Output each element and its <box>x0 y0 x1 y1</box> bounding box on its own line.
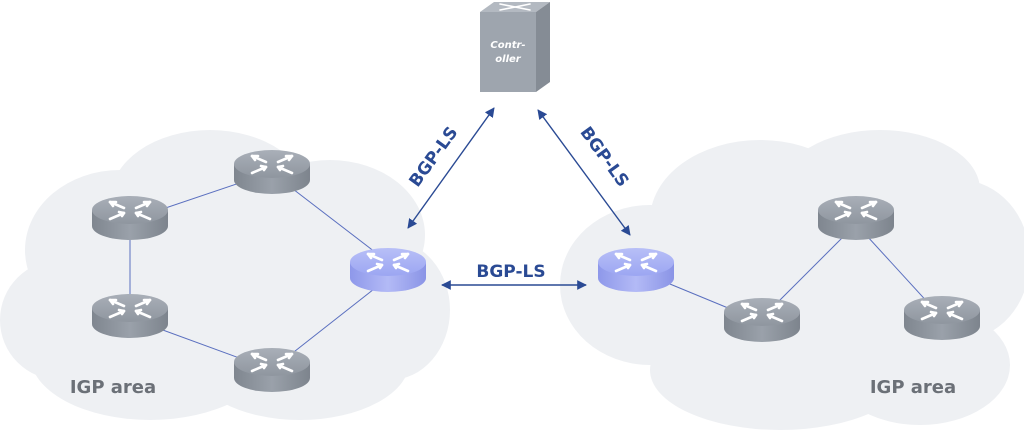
bgp-ls-label-right: BGP-LS <box>576 123 633 191</box>
controller-label-line1: Contr- <box>490 40 525 51</box>
edge-router-left-icon <box>348 246 428 294</box>
bgp-ls-arrow-right <box>537 109 631 236</box>
router-icon <box>90 194 170 242</box>
router-icon <box>722 296 802 344</box>
igp-area-label-right: IGP area <box>870 377 956 398</box>
bgp-ls-arrows <box>407 107 631 290</box>
controller-server-icon: Contr- oller <box>480 2 550 92</box>
bgp-ls-label-left: BGP-LS <box>406 123 463 191</box>
router-icon <box>902 294 982 342</box>
router-icon <box>232 148 312 196</box>
controller-label-line2: oller <box>495 54 522 65</box>
router-icon <box>232 346 312 394</box>
igp-area-label-left: IGP area <box>70 377 156 398</box>
edge-router-right-icon <box>596 246 676 294</box>
router-icon <box>816 194 896 242</box>
bgp-ls-arrow-left <box>407 107 495 229</box>
router-icon <box>90 292 170 340</box>
bgp-ls-label-peer: BGP-LS <box>476 262 545 282</box>
